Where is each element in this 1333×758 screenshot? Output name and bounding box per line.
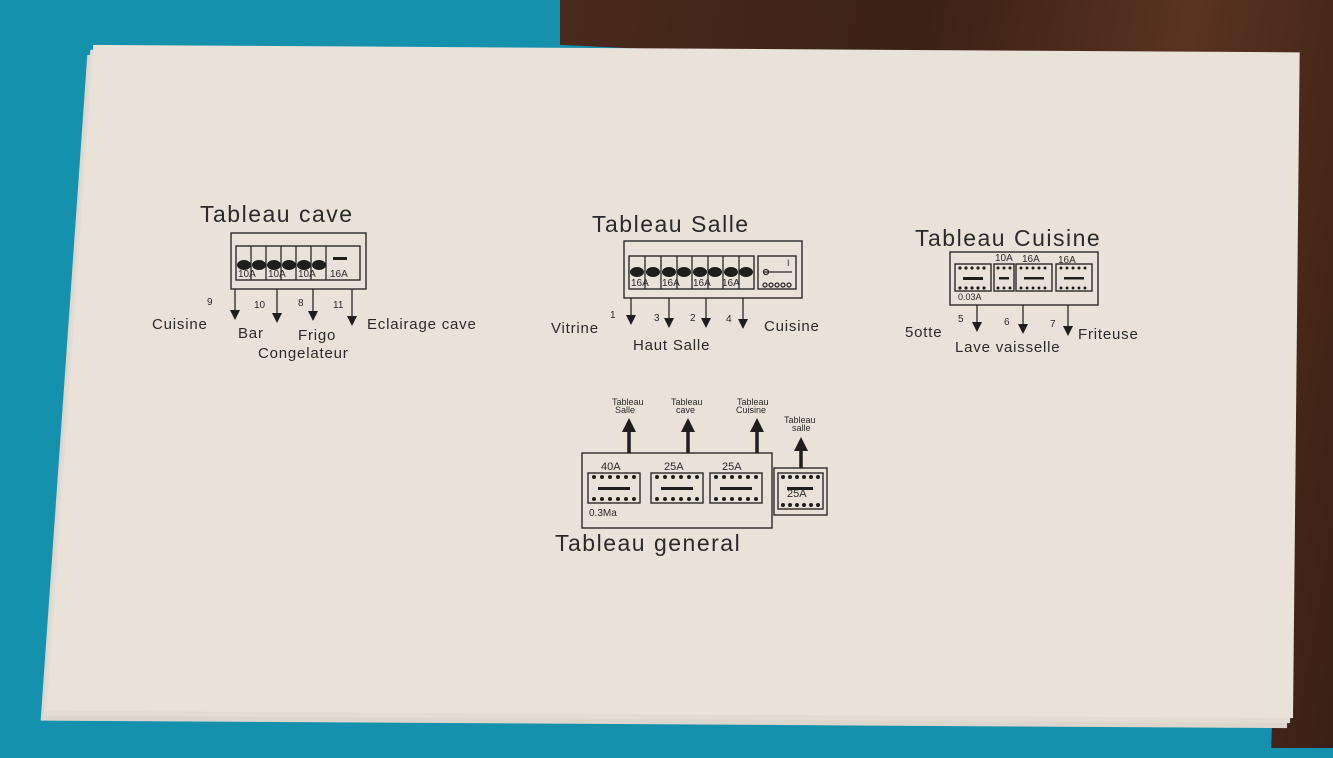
breaker <box>1055 263 1093 292</box>
circuit-number: 4 <box>726 314 732 325</box>
circuit-number: 5 <box>958 314 964 325</box>
panel-enclosure <box>230 232 367 290</box>
breaker <box>650 472 704 504</box>
breaker-rating: 25A <box>787 488 807 500</box>
panel-title: Tableau Salle <box>592 211 750 237</box>
arrow-down-icon <box>972 322 982 332</box>
differential-rating: 0.03A <box>958 292 982 302</box>
arrow-down-icon <box>626 315 636 325</box>
arrow-down-icon <box>664 318 674 328</box>
panel-enclosure <box>581 452 773 529</box>
panel-title: Tableau Cuisine <box>915 225 1101 251</box>
circuit-number: 10 <box>254 300 266 311</box>
circuit-number: 6 <box>1004 317 1010 328</box>
arrow-down-icon <box>1063 326 1073 336</box>
circuit-number: 9 <box>207 297 213 308</box>
circuit-label: Lave vaisselle <box>955 339 1060 356</box>
breaker-rating: 10A <box>238 269 256 280</box>
breaker-rating: 16A <box>693 278 711 289</box>
arrow-down-icon <box>230 310 240 320</box>
output-label: Salle <box>615 405 635 415</box>
breaker-rating: 10A <box>995 253 1013 264</box>
breaker-rail <box>235 245 361 281</box>
output-label: Cuisine <box>736 405 766 415</box>
breaker-rating: 16A <box>631 278 649 289</box>
breaker-rating: 16A <box>722 278 740 289</box>
circuit-label: Friteuse <box>1078 326 1139 343</box>
breaker-rating: 16A <box>662 278 680 289</box>
circuit-number: 3 <box>654 313 660 324</box>
panel-tableau-salle: Tableau Salle 16A 16A 16A 16A I <box>551 211 820 354</box>
panel-title: Tableau general <box>555 530 741 556</box>
arrow-down-icon <box>308 311 318 321</box>
panel-tableau-cuisine: Tableau Cuisine 0.03A 10A 16A 16A 5 6 7 … <box>905 225 1139 356</box>
output-label: Tableau <box>784 415 816 425</box>
arrow-down-icon <box>347 316 357 326</box>
panel-enclosure <box>949 251 1099 306</box>
differential-rating: 0.3Ma <box>589 508 617 519</box>
breaker <box>587 472 641 504</box>
circuit-number: 1 <box>610 310 616 321</box>
circuit-label: Vitrine <box>551 320 599 337</box>
circuit-number: 11 <box>333 300 344 311</box>
output-label: Tableau <box>737 397 769 407</box>
circuit-label: Frigo <box>298 327 336 344</box>
circuit-label: Eclairage cave <box>367 316 477 333</box>
panel-tableau-cave: Tableau cave 10A 10A 10A 16A 9 10 8 11 C… <box>152 201 477 362</box>
arrow-up-icon <box>681 418 695 432</box>
breaker <box>1015 263 1053 292</box>
output-label: Tableau <box>671 397 703 407</box>
arrow-down-icon <box>701 318 711 328</box>
circuit-label: Haut Salle <box>633 337 710 354</box>
circuit-number: 7 <box>1050 319 1056 330</box>
panel-enclosure <box>623 240 803 299</box>
breaker-rating: 25A <box>664 461 684 473</box>
output-label: salle <box>792 423 811 433</box>
output-label: cave <box>676 405 695 415</box>
circuit-label: Bar <box>238 325 264 342</box>
breaker <box>777 472 824 510</box>
arrow-up-icon <box>794 437 808 451</box>
panel-title: Tableau cave <box>200 201 354 227</box>
arrow-down-icon <box>738 319 748 329</box>
arrow-down-icon <box>1018 324 1028 334</box>
breaker-rating: 16A <box>330 269 348 280</box>
breaker-rating: 40A <box>601 461 621 473</box>
breaker-dots <box>630 267 753 277</box>
circuit-label: Cuisine <box>152 316 208 333</box>
panel-tableau-general: 40A 25A 25A 25A 0.3Ma Tableau Salle Tabl… <box>555 397 828 556</box>
breaker <box>709 472 763 504</box>
output-label: Tableau <box>612 397 644 407</box>
breaker-dots <box>237 257 347 270</box>
breaker-rating: 10A <box>298 269 316 280</box>
circuit-label: Congelateur <box>258 345 349 362</box>
breaker-rating: 10A <box>268 269 286 280</box>
breaker <box>993 263 1015 292</box>
arrow-up-icon <box>750 418 764 432</box>
arrow-down-icon <box>272 313 282 323</box>
circuit-label: Cuisine <box>764 318 820 335</box>
arrow-up-icon <box>622 418 636 432</box>
differential-breaker <box>954 263 992 292</box>
breaker-rating: 16A <box>1058 255 1076 266</box>
circuit-number: 8 <box>298 298 304 309</box>
differential-breaker <box>757 255 797 290</box>
circuit-label: 5otte <box>905 324 942 341</box>
svg-text:I: I <box>787 258 790 268</box>
breaker-rating: 25A <box>722 461 742 473</box>
breaker-rating: 16A <box>1022 254 1040 265</box>
circuit-number: 2 <box>690 313 696 324</box>
